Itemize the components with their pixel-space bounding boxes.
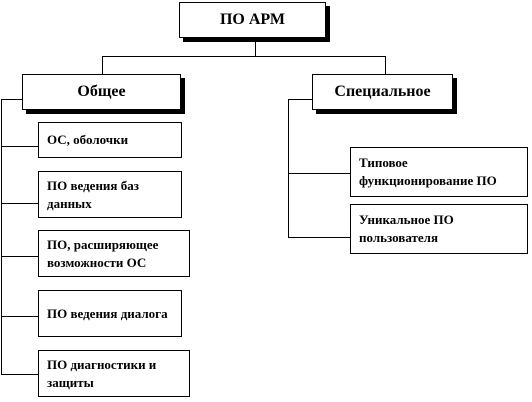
general-item-label: ПО ведения диалога — [47, 305, 168, 321]
general-item-dialog-software: ПО ведения диалога — [38, 290, 182, 337]
general-item-os-shells: ОС, оболочки — [38, 122, 182, 158]
special-item-label: Уникальное ПО пользователя — [359, 212, 454, 245]
general-item-label: ОС, оболочки — [47, 132, 129, 148]
general-item-label: ПО ведения баз данных — [47, 177, 139, 211]
special-item-label: Типовое функционирование ПО — [359, 155, 497, 188]
general-item-os-extension-software: ПО, расширяющее возможности ОС — [38, 230, 190, 277]
root-node: ПО АРМ — [179, 2, 326, 38]
special-node-label: Специальное — [334, 83, 431, 101]
special-item-unique-user-software: Уникальное ПО пользователя — [350, 204, 528, 254]
root-node-label: ПО АРМ — [219, 11, 285, 29]
general-item-diagnostics-protection: ПО диагностики и защиты — [38, 350, 190, 397]
general-item-database-software: ПО ведения баз данных — [38, 171, 182, 218]
general-node-label: Общее — [77, 83, 126, 101]
general-item-label: ПО диагностики и защиты — [47, 356, 157, 390]
special-node: Специальное — [312, 74, 453, 110]
general-item-label: ПО, расширяющее возможности ОС — [47, 236, 159, 270]
general-node: Общее — [22, 74, 181, 110]
special-item-typical-functioning: Типовое функционирование ПО — [350, 147, 528, 197]
